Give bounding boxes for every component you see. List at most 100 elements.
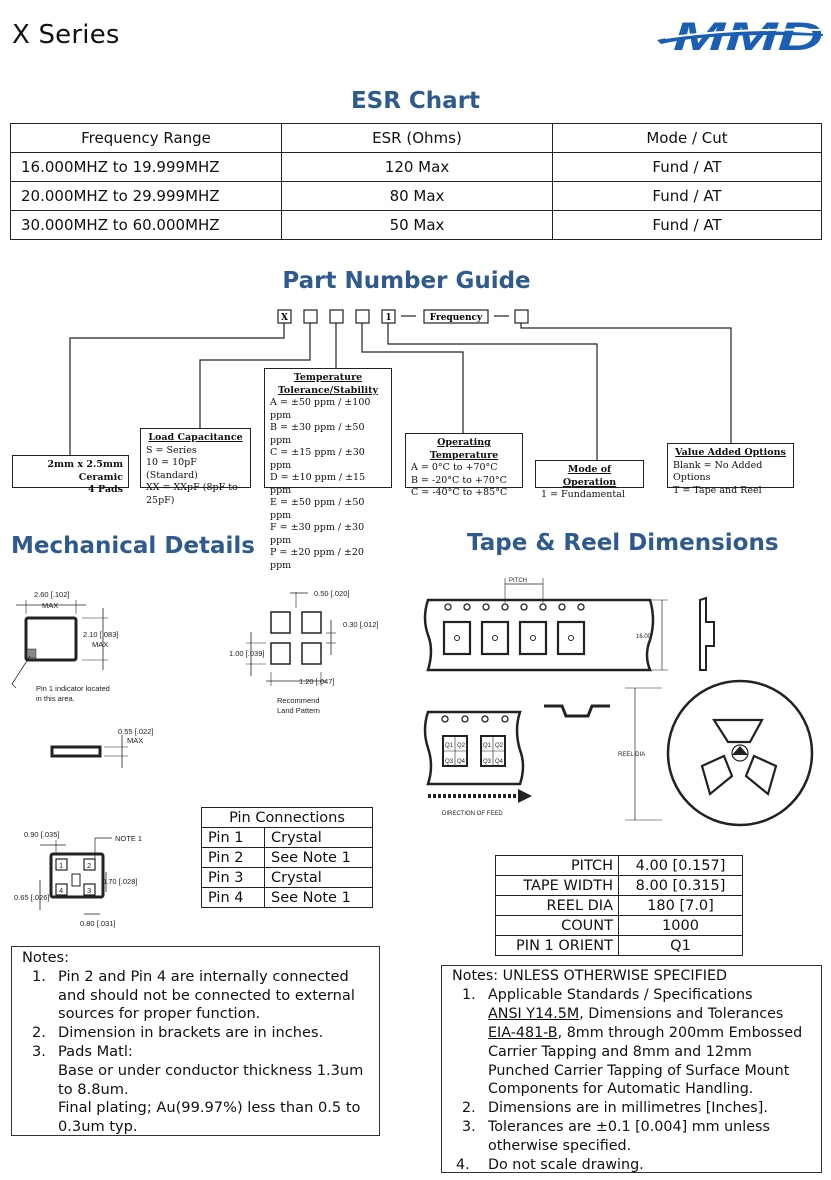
feed-arrow-head	[518, 789, 532, 803]
pitch-label: PITCH	[509, 578, 527, 584]
option-line: E = ±50 ppm / ±50 ppm	[270, 497, 365, 521]
esr-row: 20.000MHZ to 29.999MHZ 80 Max Fund / AT	[10, 181, 822, 211]
esr-row: 16.000MHZ to 19.999MHZ 120 Max Fund / AT	[10, 152, 822, 182]
esr-cell: 120 Max	[281, 152, 553, 182]
pin-function: Crystal	[264, 827, 373, 848]
option-line: P = ±20 ppm / ±20 ppm	[270, 547, 364, 571]
esr-cell: Fund / AT	[552, 210, 822, 240]
option-line: Blank = No Added Options	[673, 459, 763, 484]
pin-name: Pin 4	[201, 887, 265, 908]
esr-chart-title: ESR Chart	[350, 88, 481, 114]
dim-pad-spacing: 0.30 [.012]	[343, 620, 378, 629]
note-item: 1.Pin 2 and Pin 4 are internally connect…	[32, 967, 355, 1023]
option-line: C = ±15 ppm / ±30 ppm	[270, 447, 365, 471]
esr-cell: Fund / AT	[552, 152, 822, 182]
dim-max: MAX	[42, 601, 58, 610]
pin-connections-title: Pin Connections	[201, 807, 373, 828]
spec-name: COUNT	[495, 915, 619, 936]
dim-bottom-c: 0.65 [.026]	[14, 893, 49, 902]
dim-pad-height: 1.00 [.039]	[229, 649, 264, 658]
option-line: C = -40°C to +85°C	[411, 487, 508, 498]
spec-value: 4.00 [0.157]	[618, 855, 743, 876]
temperature-title: Temperature	[293, 372, 363, 383]
series-title: X Series	[12, 20, 120, 50]
quadrant-label: Q2	[457, 743, 466, 749]
esr-col-header: Frequency Range	[10, 123, 282, 153]
mechanical-drawings: 2.60 [.102] MAX 2.10 [.083] MAX Pin 1 in…	[11, 589, 378, 928]
dim-length: 2.60 [.102]	[34, 590, 69, 599]
esr-header-row: Frequency Range ESR (Ohms) Mode / Cut	[10, 123, 822, 153]
value-added-title: Value Added Options	[675, 447, 786, 458]
note1-label: NOTE 1	[115, 834, 142, 843]
part-number-guide-title: Part Number Guide	[282, 268, 531, 294]
land-pattern-caption: Land Pattern	[277, 706, 320, 715]
quadrant-label: Q3	[445, 759, 454, 765]
temperature-tolerance-box: Temperature Tolerance/Stability A = ±50 …	[264, 368, 392, 571]
package-line: 2mm x 2.5mm Ceramic	[47, 459, 123, 483]
esr-row: 30.000MHZ to 60.000MHZ 50 Max Fund / AT	[10, 210, 822, 240]
option-line: 1 = Fundamental	[541, 489, 625, 500]
quadrant-label: Q4	[457, 759, 466, 765]
load-capacitance-title: Load Capacitance	[148, 432, 243, 443]
option-line: A = ±50 ppm / ±100 ppm	[270, 397, 371, 421]
quadrant-label: Q4	[495, 759, 504, 765]
tape-reel-notes: Notes: UNLESS OTHERWISE SPECIFIED 1.Appl…	[441, 965, 822, 1173]
pin1-note: in this area.	[36, 694, 75, 703]
note-item: 2.Dimension in brackets are in inches.	[32, 1024, 324, 1042]
dim-pad-width: 1.20 [.047]	[299, 677, 334, 686]
code-1: 1	[385, 313, 391, 323]
load-capacitance-box: Load Capacitance S = Series 10 = 10pF (S…	[140, 428, 251, 506]
dim-max: MAX	[92, 640, 108, 649]
notes-title: Notes: UNLESS OTHERWISE SPECIFIED	[452, 968, 728, 984]
reel-dia-label: REEL DIA	[618, 752, 645, 758]
code-x: X	[281, 313, 288, 323]
part-number-connectors: X 1 Frequency	[69, 309, 732, 460]
mode-of-operation-box: Mode of Operation 1 = Fundamental	[535, 460, 644, 500]
option-line: S = Series	[146, 444, 197, 456]
tape-reel-title: Tape & Reel Dimensions	[467, 530, 779, 556]
operating-temperature-box: Operating Temperature A = 0°C to +70°C B…	[405, 433, 523, 498]
direction-of-feed-label: DIRECTION OF FEED	[442, 811, 503, 817]
esr-table: Frequency Range ESR (Ohms) Mode / Cut 16…	[10, 123, 822, 240]
option-line: D = ±10 ppm / ±15 ppm	[270, 472, 366, 496]
option-line: 10 = 10pF (Standard)	[146, 457, 198, 481]
quadrant-label: Q3	[483, 759, 492, 765]
pin-function: See Note 1	[264, 847, 373, 868]
spec-value: 1000	[618, 915, 743, 936]
option-line: F = ±30 ppm / ±30 ppm	[270, 522, 365, 546]
esr-cell: Fund / AT	[552, 181, 822, 211]
note-subitem: Base or under conductor thickness 1.3um …	[58, 1061, 364, 1098]
pin-label: 4	[59, 886, 63, 895]
esr-cell: 30.000MHZ to 60.000MHZ	[10, 210, 282, 240]
pin-name: Pin 2	[201, 847, 265, 868]
tolerance-title: Tolerance/Stability	[277, 384, 379, 396]
option-line: B = -20°C to +70°C	[411, 474, 507, 486]
mode-title: Mode of Operation	[562, 464, 617, 488]
logo-text: MMD	[673, 15, 823, 58]
option-line: B = ±30 ppm / ±50 ppm	[270, 422, 365, 446]
note-item: 4.Do not scale drawing.	[456, 1157, 644, 1174]
dim-width: 2.10 [.083]	[83, 630, 118, 639]
value-added-options-box: Value Added Options Blank = No Added Opt…	[667, 443, 794, 496]
mmd-logo: MMD	[657, 15, 823, 58]
esr-cell: 80 Max	[281, 181, 553, 211]
land-pattern-caption: Recommend	[277, 696, 320, 705]
dim-bottom-d: 0.80 [.031]	[80, 919, 115, 928]
esr-cell: 50 Max	[281, 210, 553, 240]
esr-col-header: Mode / Cut	[552, 123, 822, 153]
esr-cell: 20.000MHZ to 29.999MHZ	[10, 181, 282, 211]
option-line: A = 0°C to +70°C	[411, 462, 498, 473]
pin1-note: Pin 1 indicator located	[36, 684, 110, 693]
package-box: 2mm x 2.5mm Ceramic 4 Pads	[12, 455, 129, 495]
tape-reel-drawings: PITCH 16.00 REEL DIA DIRECTION OF FEED Q…	[423, 578, 814, 827]
spec-name: REEL DIA	[495, 895, 619, 916]
